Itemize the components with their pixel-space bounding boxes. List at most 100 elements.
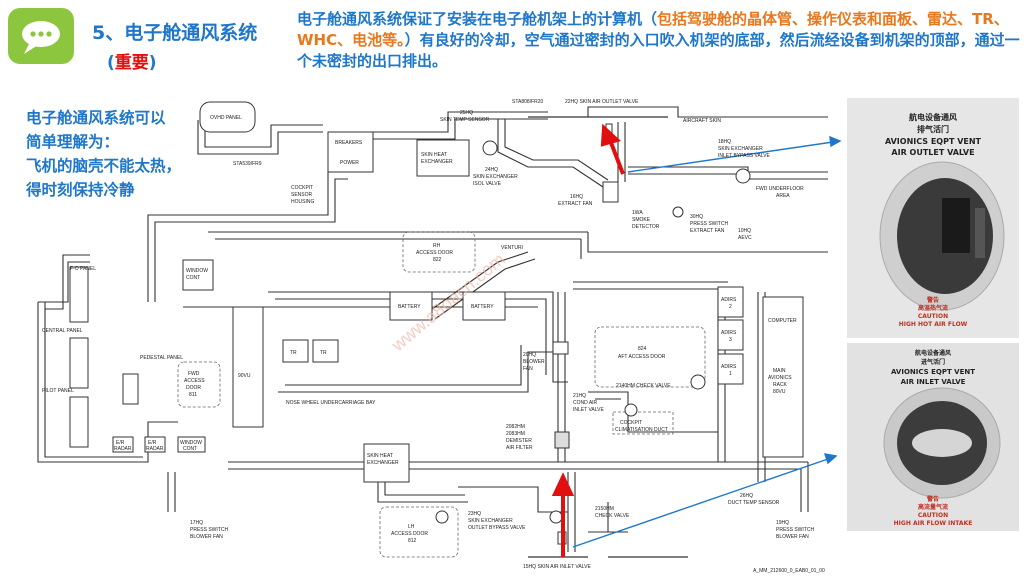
check-valve-bot-label-2: CHECK VALVE [595, 513, 630, 519]
inlet-cn-sub: 进气活门 [921, 358, 945, 366]
inlet-en-1: AVIONICS EQPT VENT [891, 368, 975, 376]
computer-label: COMPUTER [768, 318, 797, 324]
isol-valve-label-1: 24HQ [485, 167, 498, 173]
rh-door-label-1: RH [433, 243, 441, 249]
aevc-label-1: 10HQ [738, 228, 751, 234]
nose-bay-label: NOSE WHEEL UNDERCARRIAGE BAY [286, 400, 376, 406]
speech-bubble-icon [8, 8, 74, 64]
inlet-warn-cn-1: 警告 [926, 495, 939, 503]
cond-air-label-1: 21HQ [573, 393, 586, 399]
cockpit-sensor-label-1: COCKPIT [291, 185, 313, 191]
central-panel-label: CENTRAL PANEL [42, 328, 83, 334]
smoke-label-2: SMOKE [632, 217, 651, 223]
inlet-warn-en-2: HIGH AIR FLOW INTAKE [894, 520, 973, 527]
skin-temp-label-2: SKIN TEMP SENSOR [440, 117, 490, 123]
radar-label-1: RADAR [114, 446, 132, 452]
main-rack-label-4: 80VU [773, 389, 786, 395]
window-cont-b-label-2: CONT [183, 446, 197, 452]
outlet-warn-en-2: HIGH HOT AIR FLOW [899, 321, 968, 328]
press-br-label-3: BLOWER FAN [776, 534, 809, 540]
rh-door-label-3: 822 [433, 257, 442, 263]
press-bl-label-1: 17HQ [190, 520, 203, 526]
skin-temp-label-1: 25HQ [460, 110, 473, 116]
duct-temp-label-2: DUCT TEMP SENSOR [728, 500, 780, 506]
inlet-bypass-label-1: 18HQ [718, 139, 731, 145]
skin-heat-b-label-1: SKIN HEAT [367, 453, 393, 459]
skin-heat-b-label-2: EXCHANGER [367, 460, 399, 466]
inlet-warn-en-1: CAUTION [918, 512, 948, 519]
battery-label-2: BATTERY [471, 304, 494, 310]
outlet-cn-title: 航电设备通风 [909, 112, 957, 122]
window-cont-b-label-1: WINDOW [180, 440, 202, 446]
duct-temp-label-1: 26HQ [740, 493, 753, 499]
inlet-valve-photo: 航电设备通风 进气活门 AVIONICS EQPT VENT AIR INLET… [847, 343, 1019, 531]
rack-90vu-label: 90VU [238, 373, 251, 379]
window-cont-label-1: WINDOW [186, 268, 208, 274]
outlet-warn-en-1: CAUTION [918, 313, 948, 320]
reference-label: A_MM_212600_0_EAB0_01_00 [753, 568, 825, 574]
aircraft-skin-label: AIRCRAFT SKIN [683, 118, 721, 124]
press-switch-label-3: EXTRACT FAN [690, 228, 725, 234]
sta808-label: STA808/FR20 [512, 99, 544, 105]
demister-label-2: 2083HM [506, 431, 525, 437]
lh-door-label-1: LH [408, 524, 415, 530]
inlet-warn-cn-2: 高流量气流 [918, 503, 948, 511]
description-text: 电子舱通风系统保证了安装在电子舱机架上的计算机（包括驾驶舱的晶体管、操作仪表和面… [297, 10, 1020, 70]
cockpit-duct-label-2: CLIMATISATION DUCT [615, 427, 668, 433]
press-bl-label-2: PRESS SWITCH [190, 527, 228, 533]
outlet-warn-cn-1: 警告 [926, 296, 939, 304]
main-rack-label-3: RACK [773, 382, 788, 388]
er-radar-label-2: E/R [148, 440, 157, 446]
extract-fan-label-2: EXTRACT FAN [558, 201, 593, 207]
isol-valve-label-3: ISOL VALVE [473, 181, 502, 187]
inlet-en-2: AIR INLET VALVE [901, 378, 966, 386]
inlet-valve-label: 15HQ SKIN AIR INLET VALVE [523, 564, 591, 570]
smoke-label-3: DETECTOR [632, 224, 660, 230]
aft-door-label-2: AFT ACCESS DOOR [618, 354, 666, 360]
press-br-label-1: 19HQ [776, 520, 789, 526]
blower-label-1: 20HQ [523, 352, 536, 358]
outlet-en-2: AIR OUTLET VALVE [891, 148, 974, 157]
check-valve-bot-label-1: 2150HM [595, 506, 614, 512]
outlet-valve-photo: 航电设备通风 排气活门 AVIONICS EQPT VENT AIR OUTLE… [847, 98, 1019, 338]
fwd-door-label-1: FWD [188, 371, 200, 377]
fo-panel-label: F-O PANEL [70, 266, 96, 272]
extract-fan-label-1: 16HQ [570, 194, 583, 200]
blower-label-2: BLOWER [523, 359, 545, 365]
breakers-label: BREAKERS [335, 140, 363, 146]
ventilation-schematic: www.a8oacn.com OVHD PANEL STA539/FR9 BRE… [37, 99, 842, 574]
aevc-label-2: AEVC [738, 235, 752, 241]
fwd-door-label-2: ACCESS [184, 378, 205, 384]
lh-door-label-2: ACCESS DOOR [391, 531, 428, 537]
cond-air-label-3: INLET VALVE [573, 407, 605, 413]
skin-heat-label-1: SKIN HEAT [421, 152, 447, 158]
fwd-door-label-4: 811 [189, 392, 197, 398]
cockpit-sensor-label-3: HOUSING [291, 199, 314, 205]
adirs1-label: ADIRS [721, 364, 737, 370]
cond-air-label-2: COND AIR [573, 400, 598, 406]
inlet-bypass-label-2: SKIN EXCHANGER [718, 146, 763, 152]
section-title: 5、电子舱通风系统 [92, 22, 258, 44]
main-rack-label-2: AVIONICS [768, 375, 792, 381]
demister-label-3: DEMISTER [506, 438, 532, 444]
demister-label-1: 2082HM [506, 424, 525, 430]
adirs2-label: ADIRS [721, 297, 737, 303]
press-br-label-2: PRESS SWITCH [776, 527, 814, 533]
press-switch-label-1: 30HQ [690, 214, 703, 220]
outlet-en-1: AVIONICS EQPT VENT [885, 137, 982, 146]
smoke-label-1: 1WA [632, 210, 643, 216]
skin-heat-label-2: EXCHANGER [421, 159, 453, 165]
blower-label-3: FAN [523, 366, 533, 372]
cockpit-sensor-label-2: SENSOR [291, 192, 313, 198]
outlet-bypass-label-3: OUTLET BYPASS VALVE [468, 525, 526, 531]
inlet-cn-title: 航电设备通风 [915, 349, 951, 357]
fwd-underfloor-label-2: AREA [776, 193, 790, 199]
adirs2-num: 2 [729, 304, 732, 310]
cockpit-duct-label-1: COCKPIT [620, 420, 642, 426]
press-switch-label-2: PRESS SWITCH [690, 221, 728, 227]
outlet-warn-cn-2: 高温热气流 [918, 304, 948, 312]
outlet-bypass-label-2: SKIN EXCHANGER [468, 518, 513, 524]
adirs3-num: 3 [729, 337, 732, 343]
tr2-label: TR [320, 350, 327, 356]
outlet-valve-label: 22HQ SKIN AIR OUTLET VALVE [565, 99, 639, 105]
